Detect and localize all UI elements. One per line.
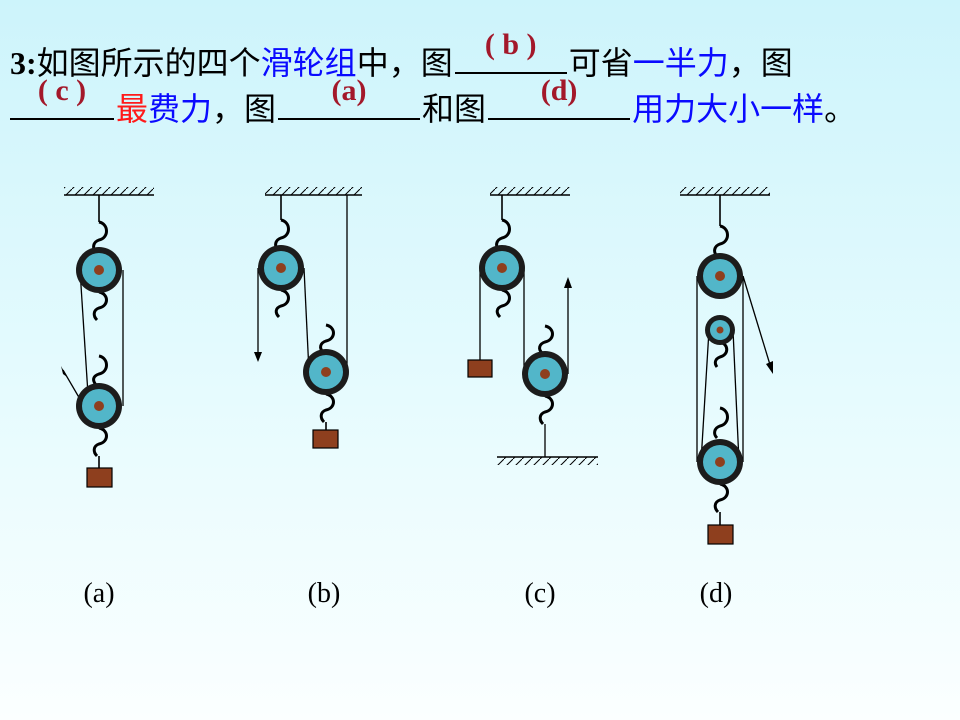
question-line-2: ( c ) 最费力，图 (a) 和图 (d) 用力大小一样。 bbox=[10, 76, 857, 129]
figure-label-c: (c) bbox=[524, 578, 556, 609]
ceiling-support bbox=[64, 187, 154, 196]
question-text: ，图 bbox=[728, 45, 793, 81]
keyword-pulley-system: 滑轮组 bbox=[260, 45, 357, 81]
hook-icon bbox=[92, 354, 108, 386]
hook-icon bbox=[538, 394, 554, 426]
hook-icon bbox=[713, 406, 729, 440]
hook-icon bbox=[92, 426, 108, 458]
answer-1: ( b ) bbox=[484, 28, 537, 61]
answer-2: ( c ) bbox=[37, 74, 87, 107]
ceiling-support bbox=[265, 187, 362, 196]
force-arrow-icon bbox=[61, 366, 67, 377]
movable-pulley bbox=[76, 383, 122, 429]
question-number: 3: bbox=[10, 45, 37, 81]
hook-icon bbox=[92, 290, 108, 322]
question-text: 和图 bbox=[422, 91, 487, 127]
hook-icon bbox=[319, 392, 335, 424]
keyword-same-force: 用力大小一样 bbox=[632, 91, 825, 127]
hook-icon bbox=[713, 224, 729, 258]
hook-icon bbox=[713, 482, 729, 514]
movable-pulley bbox=[522, 351, 568, 397]
force-arrow-icon bbox=[766, 361, 773, 374]
force-arrow-icon bbox=[254, 352, 262, 362]
ground-support bbox=[497, 456, 598, 465]
weight-block bbox=[707, 524, 734, 545]
figure-b bbox=[254, 187, 362, 449]
question-text: 如图所示的四个 bbox=[36, 45, 261, 81]
force-arrow-icon bbox=[564, 277, 572, 288]
figure-d bbox=[680, 187, 773, 545]
figure-label-b: (b) bbox=[307, 578, 341, 609]
fixed-pulley bbox=[697, 253, 743, 299]
hook-icon bbox=[319, 323, 335, 354]
question-text: 可省 bbox=[568, 45, 633, 81]
hook-icon bbox=[495, 288, 511, 319]
ceiling-support bbox=[490, 187, 570, 196]
answer-blank-2[interactable]: ( c ) bbox=[10, 76, 114, 120]
movable-pulley bbox=[697, 439, 743, 485]
weight-block bbox=[86, 467, 113, 488]
figure-label-d: (d) bbox=[699, 578, 733, 609]
fixed-pulley bbox=[76, 247, 122, 293]
question-text: 。 bbox=[824, 91, 857, 127]
small-fixed-pulley bbox=[705, 315, 735, 345]
figure-a bbox=[61, 187, 154, 488]
answer-blank-4[interactable]: (d) bbox=[488, 76, 631, 120]
weight-block bbox=[312, 429, 339, 449]
weight-block bbox=[467, 359, 493, 378]
figure-label-a: (a) bbox=[83, 578, 115, 609]
answer-4: (d) bbox=[540, 74, 578, 107]
answer-blank-1[interactable]: ( b ) bbox=[454, 30, 567, 74]
hook-icon bbox=[713, 340, 729, 368]
keyword-effort: 费力 bbox=[148, 91, 213, 127]
ceiling-support bbox=[680, 187, 770, 196]
question-text: ，图 bbox=[212, 91, 277, 127]
hook-icon bbox=[538, 324, 554, 355]
fixed-pulley bbox=[258, 245, 304, 291]
hook-icon bbox=[274, 288, 290, 319]
fixed-pulley bbox=[479, 245, 525, 291]
keyword-half-force: 一半力 bbox=[632, 45, 729, 81]
question-text: 中，图 bbox=[356, 45, 453, 81]
movable-pulley bbox=[303, 349, 349, 395]
figure-c bbox=[467, 187, 598, 465]
question-line-1: 3:如图所示的四个滑轮组中，图 ( b ) 可省一半力，图 bbox=[10, 30, 793, 83]
answer-3: (a) bbox=[331, 74, 367, 107]
answer-blank-3[interactable]: (a) bbox=[278, 76, 421, 120]
keyword-most: 最 bbox=[116, 91, 149, 127]
